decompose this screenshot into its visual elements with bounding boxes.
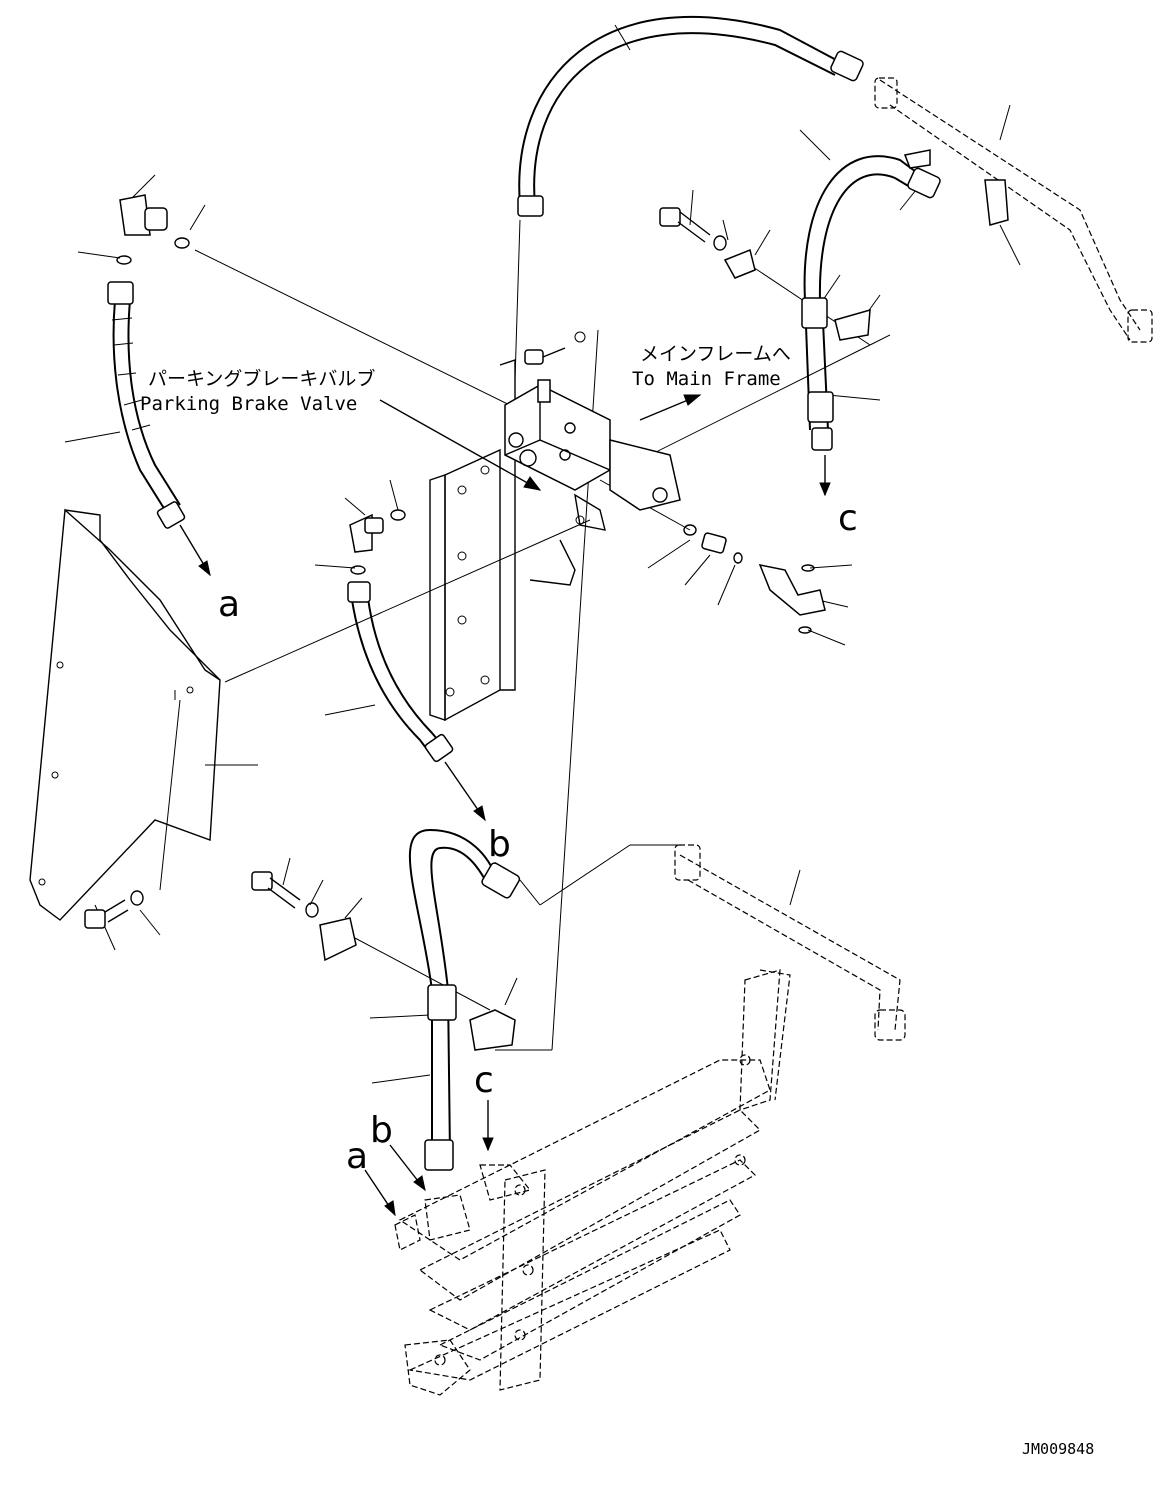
- connection-mark-a-lower: a: [346, 1136, 368, 1177]
- main-frame-label-jp: メインフレームへ: [640, 343, 791, 365]
- hose-c-right: [801, 149, 941, 451]
- connection-mark-c-upper: c: [838, 498, 858, 539]
- parking-brake-label-jp: パーキングブレーキバルブ: [148, 367, 375, 390]
- hose-a: [107, 281, 186, 529]
- fasteners-lower: [84, 871, 357, 962]
- drawing-code: JM009848: [1022, 1440, 1094, 1458]
- top-arched-hose: [517, 15, 864, 217]
- dashed-pipe-upper-right: [874, 77, 1153, 343]
- dashed-pipe-lower-right: [674, 844, 906, 1041]
- fasteners-top-right: [659, 179, 1009, 341]
- parking-brake-label-en: Parking Brake Valve: [140, 393, 357, 415]
- connection-mark-b-lower: b: [370, 1110, 393, 1151]
- side-cover-panel: [29, 508, 221, 921]
- middle-fittings: [349, 509, 826, 634]
- elbow-fitting-upper-left: [116, 194, 190, 265]
- connection-mark-b-upper: b: [488, 824, 511, 865]
- parking-brake-valve: [504, 331, 681, 586]
- hose-lower: [408, 828, 521, 1171]
- cooler-assembly: [394, 969, 791, 1396]
- arrows: [179, 394, 831, 1217]
- main-frame-label-en: To Main Frame: [632, 368, 781, 390]
- leader-lines: [64, 24, 1021, 1084]
- valve-mounting-bracket: [429, 359, 516, 722]
- hose-b: [347, 581, 454, 763]
- connection-mark-c-lower: c: [474, 1060, 494, 1101]
- connection-mark-a-upper: a: [218, 584, 240, 625]
